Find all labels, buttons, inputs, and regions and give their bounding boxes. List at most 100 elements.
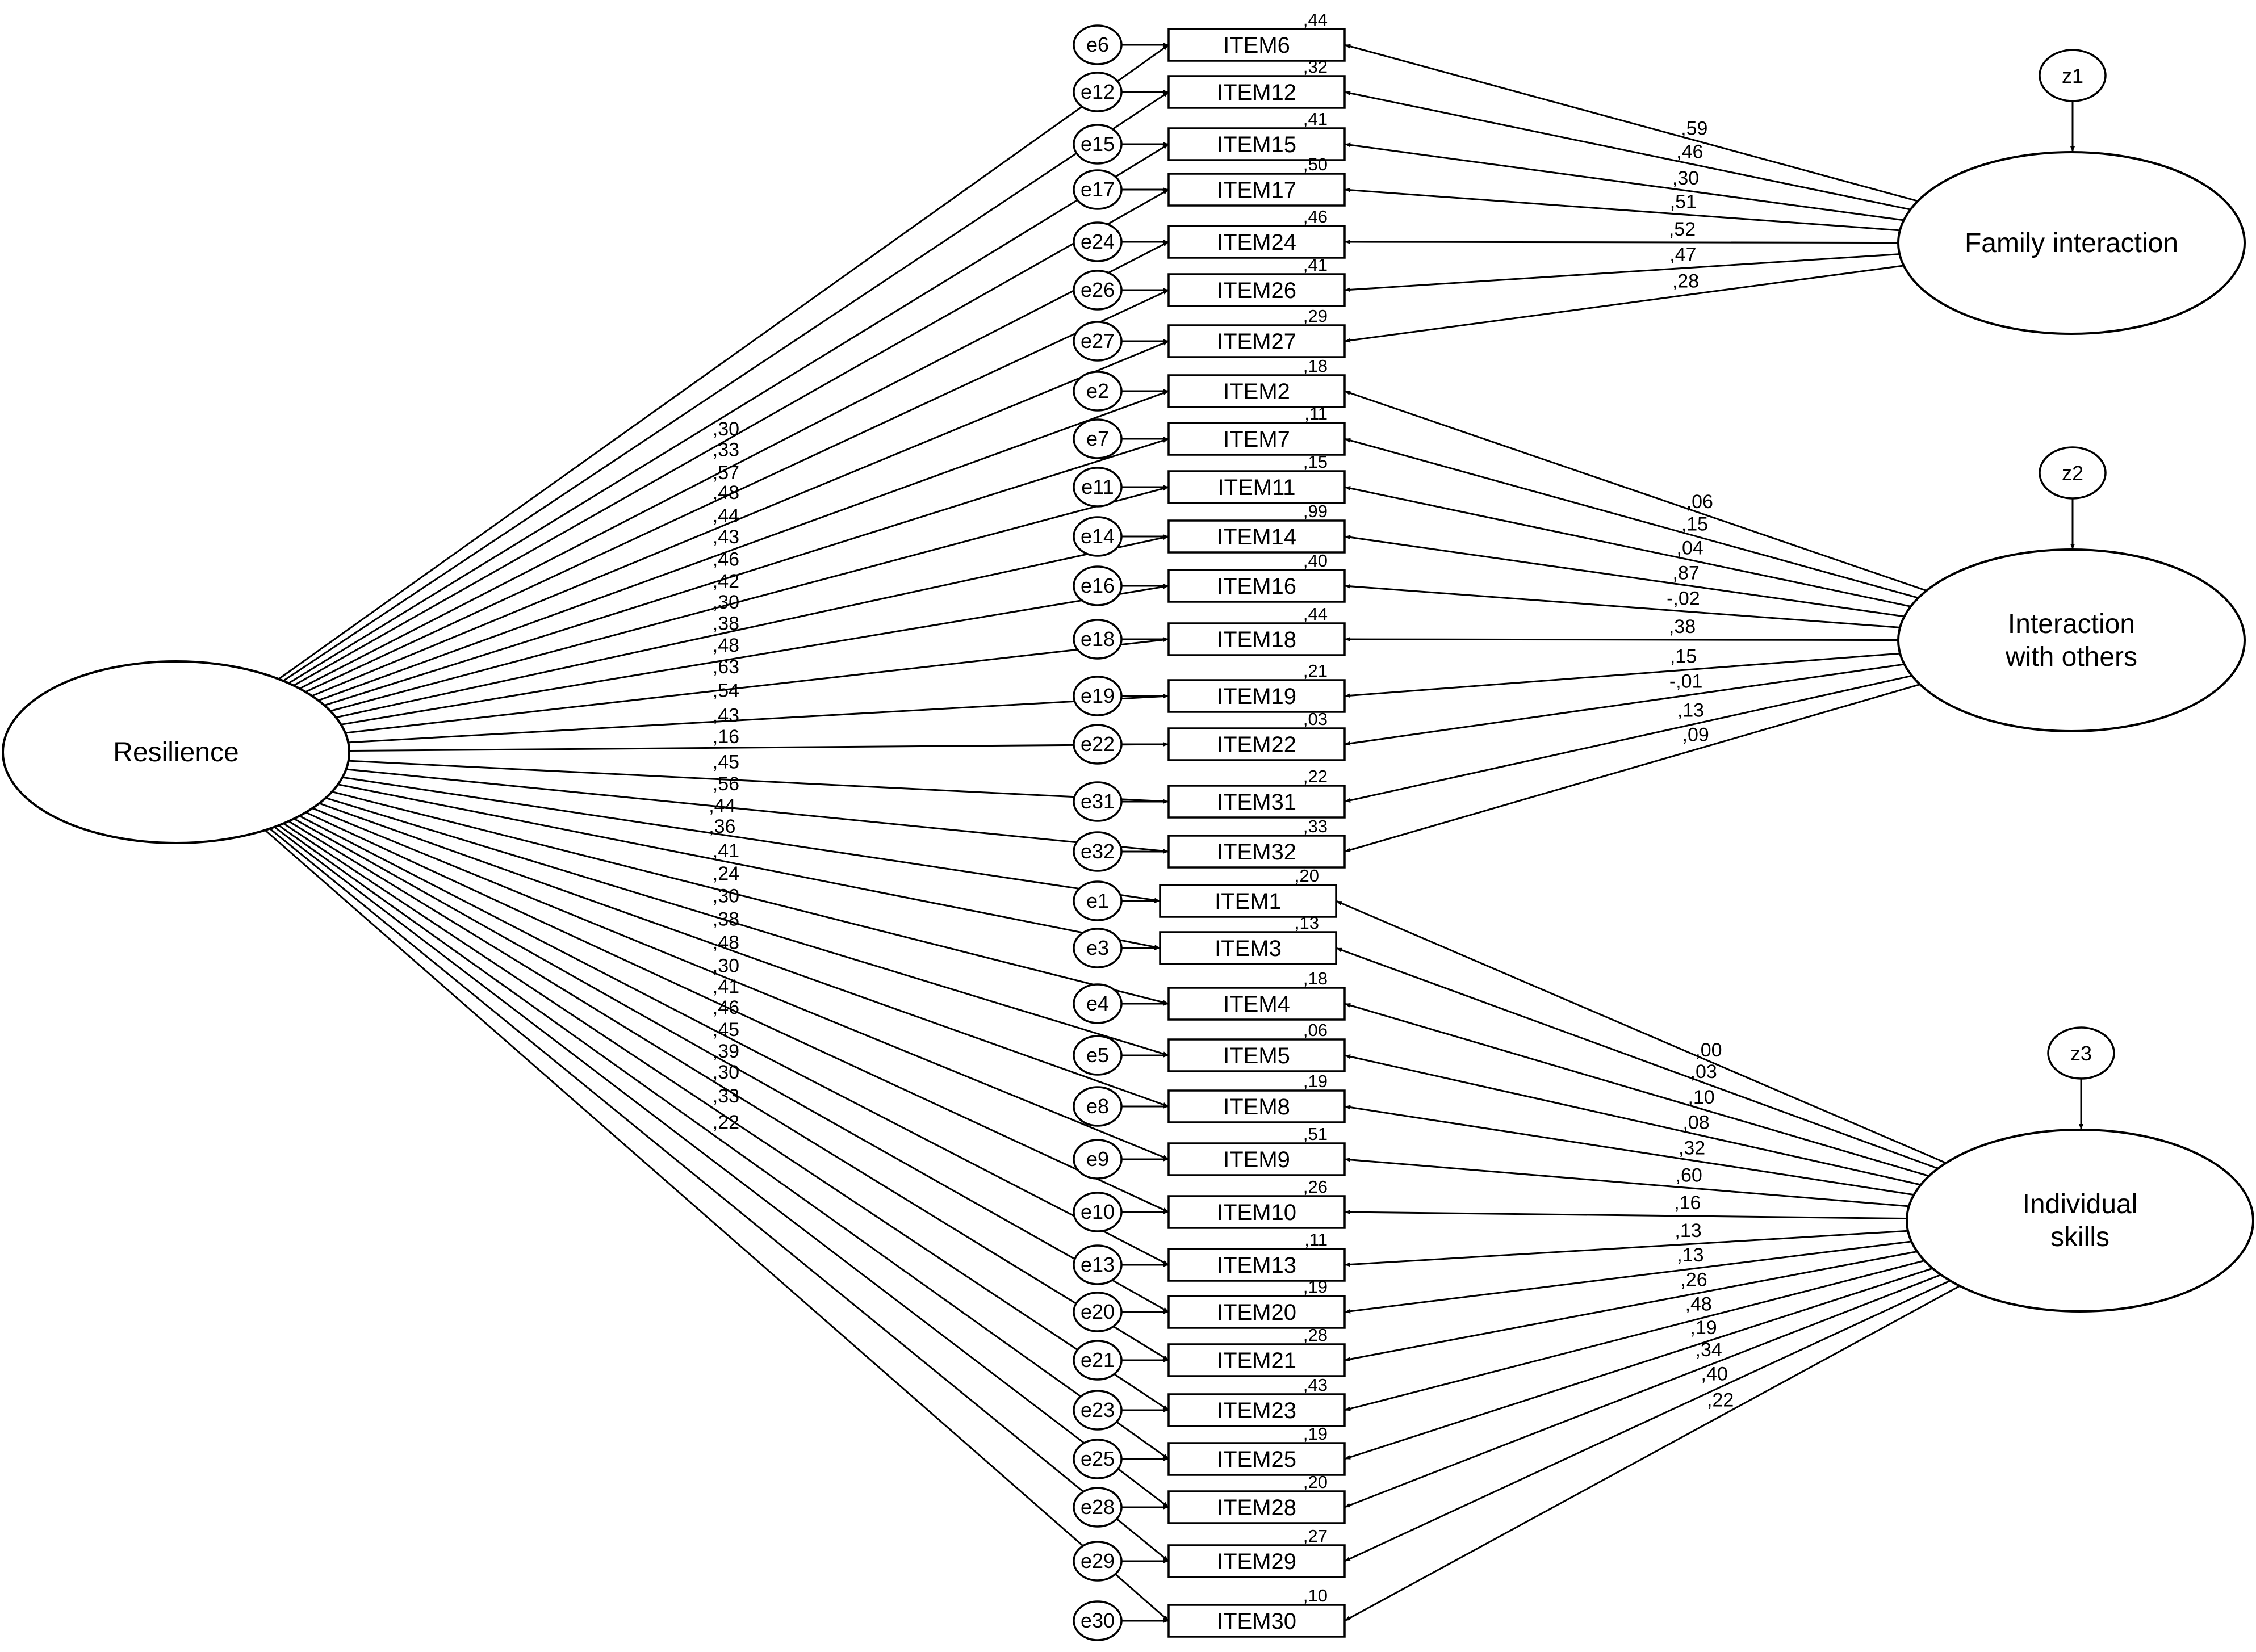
error-term-label: e21 xyxy=(1081,1348,1115,1372)
resilience-loading-label: ,43 xyxy=(713,705,739,726)
error-e7-ellipse xyxy=(1073,418,1123,459)
error-term-label: e15 xyxy=(1081,132,1115,156)
factor-loading-arrow xyxy=(1344,265,1904,343)
latent-ind-label: skills xyxy=(2050,1222,2109,1252)
factor-loading-arrow xyxy=(1344,187,1901,232)
factor-loading-label: ,87 xyxy=(1673,562,1700,584)
error-e25-ellipse xyxy=(1073,1439,1123,1479)
resilience-loading-label: ,33 xyxy=(713,439,739,460)
r-squared-label: ,32 xyxy=(1303,57,1328,77)
factor-loading-label: ,10 xyxy=(1688,1087,1714,1108)
disturbance-z3-ellipse xyxy=(2047,1026,2115,1080)
resilience-loading-label: ,48 xyxy=(713,482,739,504)
disturbance-z2-ellipse xyxy=(2039,446,2107,500)
r-squared-label: ,19 xyxy=(1303,1424,1328,1444)
factor-loading-label: ,06 xyxy=(1686,491,1713,513)
shapes-layer xyxy=(2,24,2254,1641)
latent-oth-label: Interaction xyxy=(2008,609,2135,639)
item-box-item10 xyxy=(1167,1195,1346,1229)
factor-loading-label: ,38 xyxy=(1669,616,1696,638)
item-box-item16 xyxy=(1167,569,1346,603)
error-e21-ellipse xyxy=(1073,1340,1123,1381)
resilience-loading-label: ,56 xyxy=(713,773,739,795)
factor-loading-arrow xyxy=(1344,652,1901,698)
item-box-item13 xyxy=(1167,1248,1346,1282)
resilience-loading-label: ,42 xyxy=(713,571,739,592)
disturbance-z1-label: z1 xyxy=(2062,64,2083,87)
error-e29-ellipse xyxy=(1073,1541,1123,1582)
factor-loading-label: -,01 xyxy=(1669,671,1703,693)
resilience-loading-arrow xyxy=(318,390,1169,702)
resilience-loading-arrow xyxy=(319,802,1169,1108)
error-term-label: e8 xyxy=(1086,1095,1109,1118)
factor-loading-arrow xyxy=(1344,1267,1933,1460)
disturbance-z2-label: z2 xyxy=(2062,462,2083,485)
error-e22-ellipse xyxy=(1073,724,1123,765)
factor-loading-arrow xyxy=(1344,253,1900,292)
item-label: ITEM17 xyxy=(1217,178,1296,203)
item-box-item6 xyxy=(1167,28,1346,62)
r-squared-label: ,44 xyxy=(1303,10,1328,30)
factor-loading-arrow xyxy=(1336,947,1939,1169)
factor-loading-arrow xyxy=(1344,1240,1912,1314)
factor-loading-arrow xyxy=(1344,1003,1929,1177)
factor-loading-label: -,02 xyxy=(1667,588,1700,609)
resilience-loading-arrow xyxy=(341,584,1169,726)
item-label: ITEM20 xyxy=(1217,1300,1296,1325)
item-label: ITEM31 xyxy=(1217,790,1296,815)
resilience-loading-arrow xyxy=(305,811,1169,1213)
error-term-label: e29 xyxy=(1081,1549,1115,1573)
factor-loading-label: ,47 xyxy=(1669,244,1696,266)
error-term-label: e28 xyxy=(1081,1495,1115,1519)
r-squared-label: ,11 xyxy=(1304,404,1328,424)
resilience-loading-label: ,44 xyxy=(713,505,739,526)
item-label: ITEM14 xyxy=(1217,525,1296,550)
factor-loading-arrow xyxy=(1344,663,1905,746)
resilience-loading-label: ,63 xyxy=(713,656,739,678)
factor-loading-label: ,40 xyxy=(1701,1364,1728,1385)
resilience-loading-arrow xyxy=(330,486,1169,712)
r-squared-label: ,50 xyxy=(1303,154,1328,174)
factor-loading-label: ,22 xyxy=(1707,1389,1734,1411)
factor-loading-arrow xyxy=(1344,438,1919,599)
latent-res-label: Resilience xyxy=(113,737,238,768)
item-box-item27 xyxy=(1167,324,1346,358)
error-e15-ellipse xyxy=(1073,124,1123,165)
item-label: ITEM18 xyxy=(1217,627,1296,652)
factor-loading-arrow xyxy=(1344,674,1912,803)
factor-loading-arrow xyxy=(1344,1260,1925,1411)
error-e20-ellipse xyxy=(1073,1292,1123,1332)
item-label: ITEM30 xyxy=(1217,1609,1296,1634)
resilience-loading-label: ,38 xyxy=(713,613,739,635)
item-label: ITEM3 xyxy=(1215,936,1282,961)
resilience-loading-arrow xyxy=(293,188,1169,686)
r-squared-label: ,27 xyxy=(1303,1526,1328,1546)
error-term-label: e22 xyxy=(1081,732,1115,756)
factor-loading-arrow xyxy=(1344,535,1905,618)
resilience-loading-label: ,30 xyxy=(713,1062,739,1083)
error-e4-ellipse xyxy=(1073,983,1123,1024)
error-e1-ellipse xyxy=(1073,880,1123,921)
factor-loading-label: ,13 xyxy=(1677,700,1704,722)
item-label: ITEM25 xyxy=(1217,1447,1296,1472)
resilience-loading-label: ,41 xyxy=(713,840,739,862)
factor-loading-arrow xyxy=(1344,486,1911,607)
factor-loading-label: ,15 xyxy=(1681,514,1708,535)
r-squared-label: ,33 xyxy=(1303,816,1328,836)
factor-loading-label: ,04 xyxy=(1677,537,1703,559)
latent-oth-ellipse xyxy=(1897,548,2246,732)
resilience-loading-arrow xyxy=(278,824,1169,1460)
error-term-label: e32 xyxy=(1081,840,1115,863)
error-e8-ellipse xyxy=(1073,1086,1123,1127)
r-squared-label: ,40 xyxy=(1303,551,1328,571)
factor-loading-arrow xyxy=(1344,1210,1907,1219)
error-term-label: e25 xyxy=(1081,1447,1115,1470)
factor-loading-arrow xyxy=(1344,390,1927,592)
item-box-item26 xyxy=(1167,273,1346,307)
item-box-item15 xyxy=(1167,127,1346,161)
item-label: ITEM15 xyxy=(1217,132,1296,157)
resilience-loading-label: ,22 xyxy=(713,1112,739,1133)
factor-loading-arrow xyxy=(1344,142,1904,221)
item-box-item1 xyxy=(1159,884,1337,918)
